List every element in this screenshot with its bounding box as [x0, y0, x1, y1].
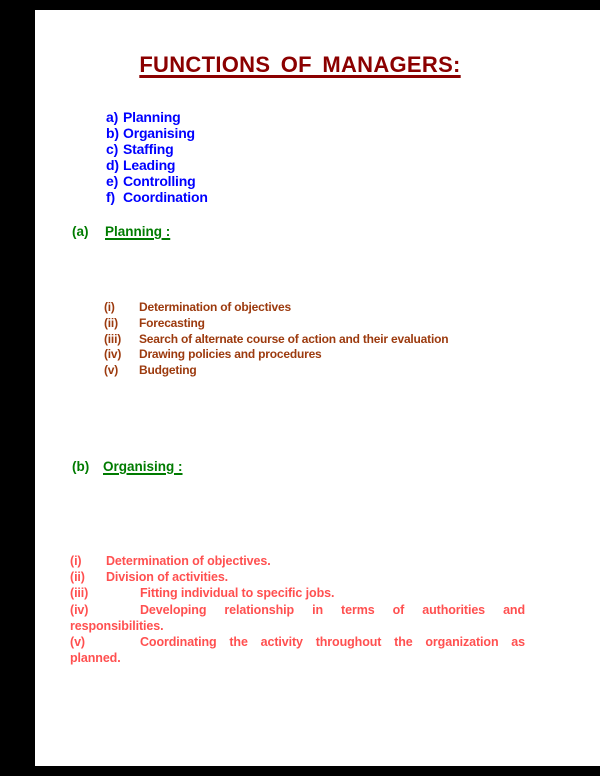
list-item-text: planned.	[70, 651, 121, 666]
list-item-marker: (iv)	[70, 602, 89, 617]
functions-list-item: b) Organising	[106, 125, 208, 141]
list-item-text: Fitting individual to specific jobs.	[140, 586, 335, 601]
list-item-label: Leading	[123, 157, 176, 173]
list-item: (i) Determination of objectives	[104, 300, 534, 316]
list-item-text: Determination of objectives	[139, 300, 291, 314]
list-item-label: Planning	[123, 109, 181, 125]
document-title: FUNCTIONS OF MANAGERS:	[139, 52, 461, 77]
list-item-text: Search of alternate course of action and…	[139, 331, 449, 346]
list-item-text: Determination of objectives.	[106, 554, 271, 568]
section-b-heading: (b) Organising :	[72, 459, 183, 475]
list-item-text: responsibilities.	[70, 618, 164, 633]
list-item-marker: (v)	[104, 363, 119, 378]
section-a-title: Planning :	[105, 224, 171, 239]
list-item-label: Staffing	[123, 141, 174, 157]
list-item: (iii) Fitting individual to specific job…	[70, 585, 540, 601]
list-item-marker: (iv)	[104, 347, 122, 362]
list-item: (ii) Forecasting	[104, 316, 534, 332]
list-item: (iii) Search of alternate course of acti…	[104, 332, 534, 348]
list-item-label: Controlling	[123, 173, 196, 189]
list-item-text: Division of activities.	[106, 570, 229, 585]
section-a-heading: (a) Planning :	[72, 224, 170, 240]
list-item: (v) Coordinating the activity throughout…	[70, 634, 540, 650]
list-item-marker: (i)	[70, 554, 82, 568]
functions-list-item: d) Leading	[106, 157, 208, 173]
list-item-marker: d)	[106, 157, 119, 173]
list-item-marker: c)	[106, 141, 119, 157]
functions-list-item: f) Coordination	[106, 189, 208, 205]
list-item-marker: (iii)	[104, 331, 121, 346]
list-item-text: Forecasting	[139, 315, 205, 330]
list-item-marker: f)	[106, 189, 115, 205]
organising-steps-list: (i) Determination of objectives. (ii) Di…	[70, 553, 540, 666]
section-a-marker: (a)	[72, 224, 89, 239]
list-item: (ii) Division of activities.	[70, 569, 540, 585]
functions-list-item: e) Controlling	[106, 173, 208, 189]
list-item-marker: (iii)	[70, 586, 89, 601]
planning-steps-list: (i) Determination of objectives (ii) For…	[104, 300, 534, 379]
list-item-text: Drawing policies and procedures	[139, 347, 322, 362]
list-item-marker: (ii)	[70, 570, 85, 585]
document-page	[35, 10, 600, 766]
list-item-marker: a)	[106, 109, 119, 125]
functions-list-item: a) Planning	[106, 109, 208, 125]
list-item-text: Coordinating the activity throughout the…	[140, 635, 525, 650]
list-item-label: Organising	[123, 125, 195, 141]
list-item: (iv) Drawing policies and procedures	[104, 347, 534, 363]
list-item-marker: e)	[106, 173, 119, 189]
section-b-marker: (b)	[72, 459, 90, 474]
list-item: (i) Determination of objectives.	[70, 553, 540, 569]
list-item-text: Budgeting	[139, 363, 197, 378]
list-item-marker: b)	[106, 125, 119, 141]
list-item: (iv) Developing relationship in terms of…	[70, 602, 540, 618]
list-item-marker: (ii)	[104, 315, 118, 330]
list-item-continuation: planned.	[70, 650, 540, 666]
functions-list-item: c) Staffing	[106, 141, 208, 157]
section-b-title: Organising :	[103, 459, 183, 474]
list-item-text: Developing relationship in terms of auth…	[140, 602, 525, 617]
list-item-label: Coordination	[123, 189, 208, 205]
list-item: (v) Budgeting	[104, 363, 534, 379]
list-item-marker: (v)	[70, 635, 85, 650]
list-item-continuation: responsibilities.	[70, 618, 540, 634]
functions-list: a) Planning b) Organising c) Staffing d)…	[106, 109, 208, 205]
list-item-marker: (i)	[104, 300, 115, 314]
